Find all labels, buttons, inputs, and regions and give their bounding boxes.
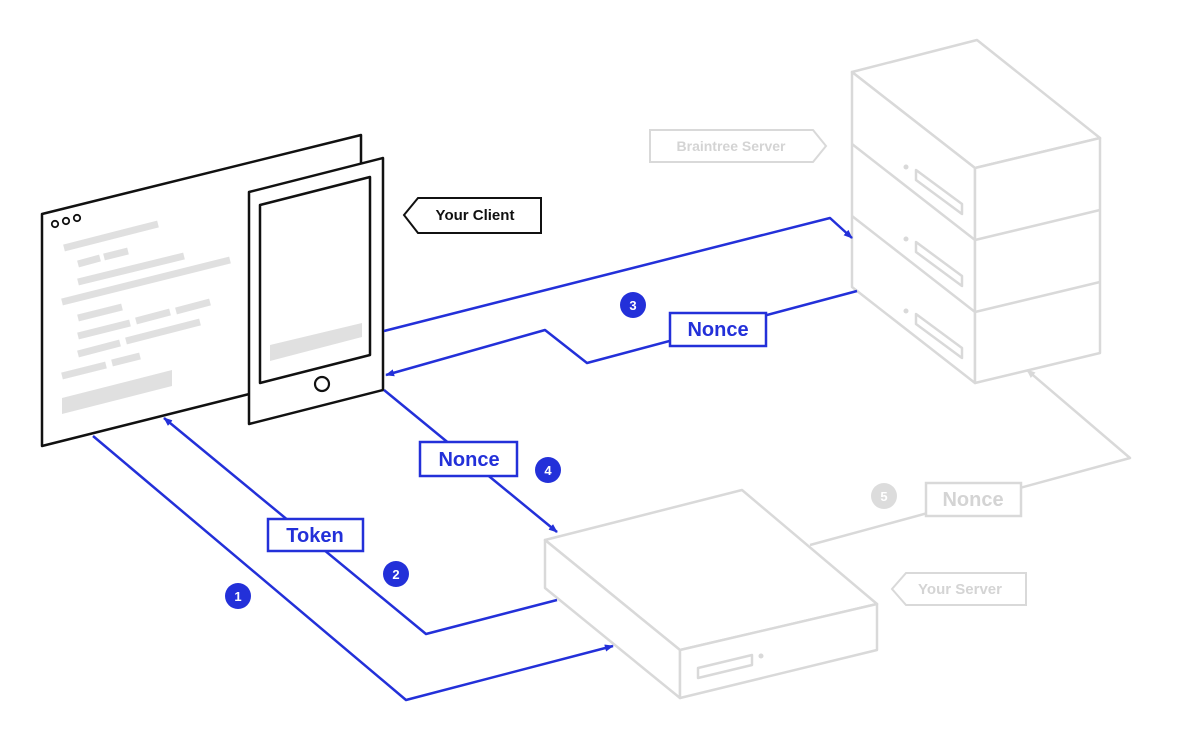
step-badge-1: 1 xyxy=(225,583,251,609)
your-client-text: Your Client xyxy=(436,207,515,224)
flow-arrow-step5 xyxy=(809,369,1132,547)
your-server-icon xyxy=(543,488,879,700)
flow-arrow-step3-out xyxy=(383,216,853,333)
braintree-server-text: Braintree Server xyxy=(677,138,787,154)
braintree-server-label: Braintree Server xyxy=(649,129,828,163)
nonce-tag-step5: Nonce xyxy=(924,481,1023,518)
svg-text:2: 2 xyxy=(392,567,399,582)
tablet-icon xyxy=(247,156,385,426)
nonce-tag-step5-text: Nonce xyxy=(942,489,1003,511)
nonce-tag-step3: Nonce xyxy=(668,311,768,348)
step-badge-5: 5 xyxy=(871,483,897,509)
flow-arrow-step1 xyxy=(92,435,614,702)
svg-text:5: 5 xyxy=(880,489,887,504)
flow-arrow-step2 xyxy=(163,417,558,636)
svg-text:4: 4 xyxy=(544,463,552,478)
nonce-tag-step4-text: Nonce xyxy=(438,449,499,471)
step-badge-4: 4 xyxy=(535,457,561,483)
token-tag-text: Token xyxy=(286,525,343,547)
nonce-tag-step3-text: Nonce xyxy=(687,319,748,341)
braintree-server-icon xyxy=(850,38,1102,385)
svg-text:1: 1 xyxy=(234,589,241,604)
svg-text:3: 3 xyxy=(629,298,636,313)
your-client-label: Your Client xyxy=(402,197,542,234)
nonce-tag-step4: Nonce xyxy=(418,440,519,478)
step-badge-3: 3 xyxy=(620,292,646,318)
your-server-label: Your Server xyxy=(890,572,1027,606)
token-tag: Token xyxy=(266,517,365,553)
step-badge-2: 2 xyxy=(383,561,409,587)
your-server-text: Your Server xyxy=(918,581,1002,598)
